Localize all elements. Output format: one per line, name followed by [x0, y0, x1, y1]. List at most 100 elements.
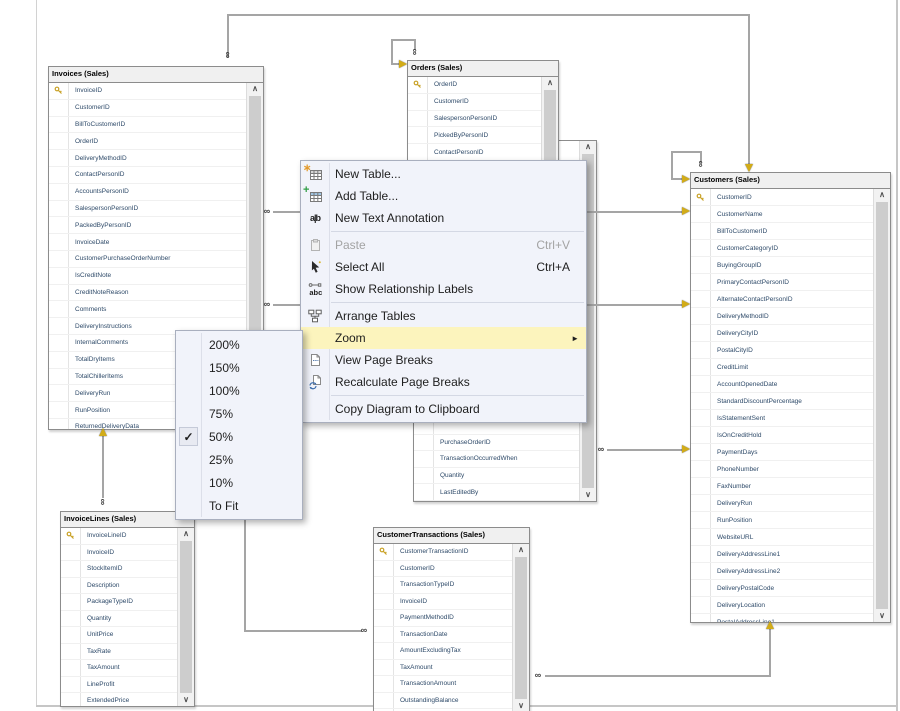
table-row[interactable]: TaxRate — [61, 643, 178, 660]
table-invoice-lines[interactable]: InvoiceLines (Sales) InvoiceLineID Invoi… — [60, 511, 195, 707]
relationship-line[interactable] — [671, 151, 673, 180]
menu-item-zoom[interactable]: Zoom ► — [301, 327, 586, 349]
zoom-submenu-item[interactable]: ✓ 10% — [176, 471, 302, 494]
table-row[interactable]: TransactionTypeID — [374, 577, 513, 594]
table-row[interactable]: OutstandingBalance — [374, 692, 513, 709]
table-row[interactable]: TransactionOccurredWhen — [414, 451, 580, 468]
relationship-line[interactable] — [671, 178, 683, 180]
table-row[interactable]: CreditNoteReason — [49, 284, 247, 302]
table-row[interactable]: DeliveryAddressLine1 — [691, 546, 874, 563]
table-row[interactable]: CustomerID — [408, 93, 542, 111]
table-row[interactable]: CreditLimit — [691, 359, 874, 376]
zoom-submenu-item[interactable]: ✓ 100% — [176, 379, 302, 402]
menu-item-copy-diagram-to-clipboard[interactable]: Copy Diagram to Clipboard — [301, 398, 586, 420]
table-row[interactable]: LineProfit — [61, 676, 178, 693]
relationship-line[interactable] — [700, 151, 702, 163]
table-row[interactable]: DeliveryMethodID — [49, 150, 247, 167]
scroll-down-icon[interactable]: ∨ — [183, 695, 189, 704]
table-row[interactable]: WebsiteURL — [691, 529, 874, 546]
table-row[interactable]: TotalDryItems — [49, 351, 247, 369]
scroll-up-icon[interactable]: ∧ — [547, 78, 553, 87]
table-row[interactable]: DeliveryLocation — [691, 597, 874, 614]
menu-item-add-table[interactable]: + Add Table... — [301, 184, 586, 207]
table-row[interactable]: TransactionDate — [374, 626, 513, 643]
scroll-thumb[interactable] — [180, 541, 192, 693]
table-row[interactable]: AlternateContactPersonID — [691, 291, 874, 308]
relationship-line[interactable] — [748, 14, 750, 166]
relationship-line[interactable] — [391, 39, 416, 41]
menu-item-show-relationship-labels[interactable]: abc Show Relationship Labels — [301, 278, 586, 300]
table-row[interactable]: DeliveryInstructions — [49, 318, 247, 335]
scrollbar[interactable]: ∧ ∨ — [177, 528, 194, 706]
scrollbar[interactable]: ∧ — [541, 77, 558, 181]
table-row[interactable]: PackedByPersonID — [49, 217, 247, 235]
table-row[interactable]: CustomerPurchaseOrderNumber — [49, 250, 247, 268]
relationship-line[interactable] — [391, 63, 403, 65]
scroll-up-icon[interactable]: ∧ — [585, 142, 591, 151]
table-row[interactable]: InvoiceDate — [49, 234, 247, 251]
table-row[interactable]: AccountOpenedDate — [691, 376, 874, 393]
table-row[interactable]: OrderID — [49, 133, 247, 151]
menu-item-select-all[interactable]: Select All Ctrl+A — [301, 256, 586, 278]
menu-item-new-table[interactable]: ∗ New Table... — [301, 163, 586, 185]
table-row[interactable]: RunPosition — [49, 402, 247, 419]
zoom-submenu-item[interactable]: ✓ 150% — [176, 356, 302, 379]
table-header[interactable]: Customers (Sales) — [691, 173, 890, 189]
relationship-line[interactable] — [769, 628, 771, 677]
table-row[interactable]: IsCreditNote — [49, 267, 247, 285]
table-row[interactable]: PostalCityID — [691, 342, 874, 359]
table-row[interactable]: CustomerID — [691, 189, 874, 206]
table-row[interactable]: IsStatementSent — [691, 410, 874, 427]
table-row[interactable]: PostalAddressLine1 — [691, 614, 874, 622]
table-customer-transactions[interactable]: CustomerTransactions (Sales) CustomerTra… — [373, 527, 530, 711]
scroll-up-icon[interactable]: ∧ — [879, 190, 885, 199]
scroll-down-icon[interactable]: ∨ — [518, 701, 524, 710]
table-row[interactable]: DeliveryAddressLine2 — [691, 563, 874, 580]
menu-item-paste[interactable]: Paste Ctrl+V — [301, 234, 586, 256]
table-row[interactable]: BillToCustomerID — [49, 116, 247, 134]
relationship-line[interactable] — [607, 449, 683, 451]
table-row[interactable]: SalespersonPersonID — [49, 200, 247, 218]
table-row[interactable]: InvoiceLineID — [61, 528, 178, 545]
zoom-submenu-item[interactable]: ✓ 200% — [176, 333, 302, 356]
relationship-line[interactable] — [227, 14, 750, 16]
table-row[interactable]: PickedByPersonID — [408, 127, 542, 145]
zoom-submenu-item[interactable]: ✓ To Fit — [176, 494, 302, 517]
scroll-thumb[interactable] — [876, 202, 888, 609]
table-row[interactable]: StandardDiscountPercentage — [691, 393, 874, 410]
table-row[interactable]: Quantity — [414, 467, 580, 485]
table-row[interactable]: CustomerID — [49, 99, 247, 117]
table-row[interactable]: AmountExcludingTax — [374, 643, 513, 660]
relationship-line[interactable] — [102, 436, 104, 498]
table-row[interactable]: ExtendedPrice — [61, 693, 178, 706]
scroll-down-icon[interactable]: ∨ — [585, 490, 591, 499]
scroll-thumb[interactable] — [544, 90, 556, 180]
table-row[interactable]: PaymentDays — [691, 444, 874, 461]
zoom-submenu-item[interactable]: ✓ 50% — [176, 425, 302, 448]
table-row[interactable]: InvoiceID — [61, 544, 178, 561]
table-row[interactable]: PrimaryContactPersonID — [691, 274, 874, 291]
scrollbar[interactable]: ∧ ∨ — [873, 189, 890, 622]
menu-item-arrange-tables[interactable]: Arrange Tables — [301, 305, 586, 327]
table-row[interactable]: OrderID — [408, 77, 542, 94]
zoom-submenu-item[interactable]: ✓ 75% — [176, 402, 302, 425]
relationship-line[interactable] — [391, 39, 393, 65]
table-row[interactable]: DeliveryRun — [49, 385, 247, 403]
scroll-thumb[interactable] — [515, 557, 527, 699]
table-row[interactable]: CustomerCategoryID — [691, 240, 874, 257]
scroll-down-icon[interactable]: ∨ — [879, 611, 885, 620]
table-row[interactable]: LastEditedBy — [414, 484, 580, 501]
table-row[interactable]: AccountsPersonID — [49, 183, 247, 201]
table-row[interactable]: StockItemID — [61, 561, 178, 578]
table-row[interactable]: InternalComments — [49, 334, 247, 352]
table-row[interactable]: InvoiceID — [374, 593, 513, 610]
scroll-up-icon[interactable]: ∧ — [518, 545, 524, 554]
relationship-line[interactable] — [671, 151, 702, 153]
table-header[interactable]: InvoiceLines (Sales) — [61, 512, 194, 528]
table-header[interactable]: Invoices (Sales) — [49, 67, 263, 83]
menu-item-view-page-breaks[interactable]: View Page Breaks — [301, 349, 586, 371]
table-row[interactable]: CustomerTransactionID — [374, 544, 513, 561]
table-row[interactable]: TaxAmount — [374, 659, 513, 676]
table-row[interactable]: UnitPrice — [61, 627, 178, 644]
table-row[interactable]: DeliveryRun — [691, 495, 874, 512]
